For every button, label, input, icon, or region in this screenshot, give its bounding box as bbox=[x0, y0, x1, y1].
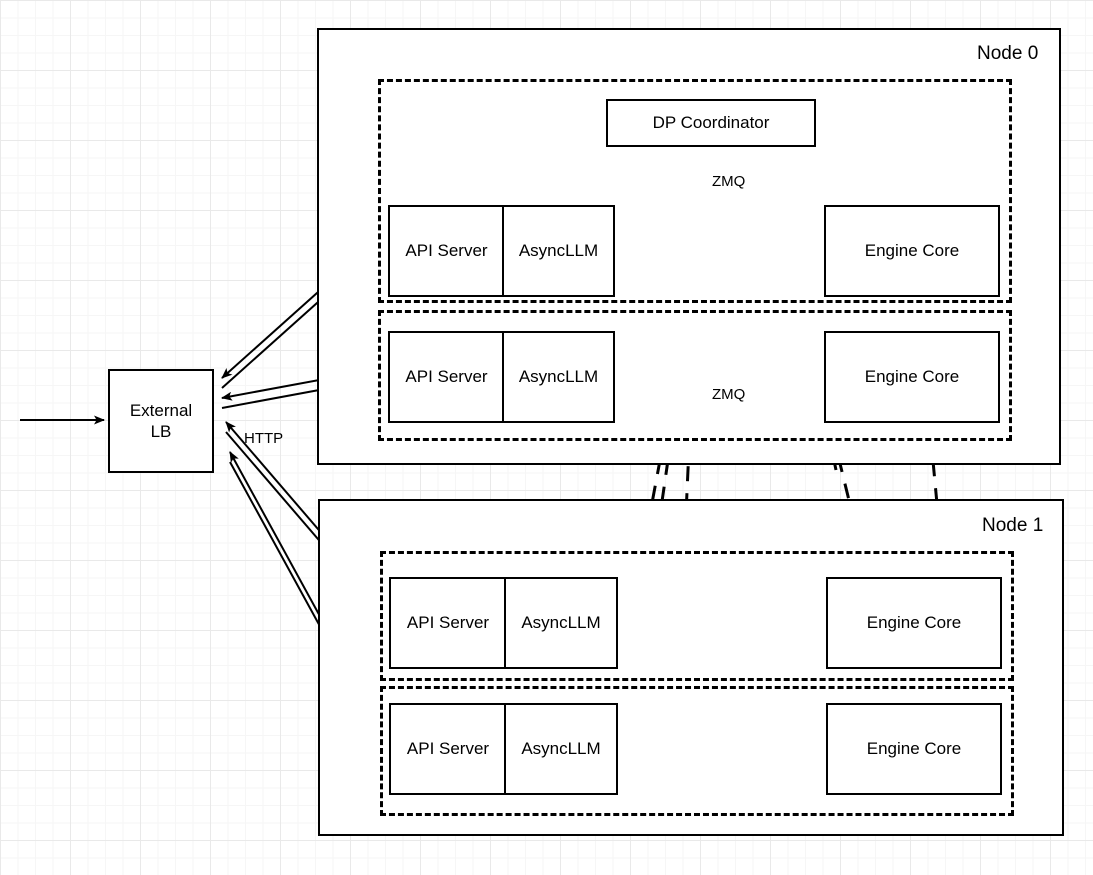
zmq-label-node0-bottom: ZMQ bbox=[712, 386, 746, 403]
external-lb-box[interactable]: External LB bbox=[108, 369, 214, 473]
node-0-rank-0-async-llm-label: AsyncLLM bbox=[518, 241, 599, 260]
api-async-divider bbox=[502, 207, 504, 295]
node-0-label: Node 0 bbox=[977, 43, 1039, 64]
node-1-rank-1-async-llm-label: AsyncLLM bbox=[521, 739, 601, 758]
node-0-rank-1-api-server-label: API Server bbox=[405, 367, 488, 386]
node-0-rank-0-engine-core-box[interactable]: Engine Core bbox=[824, 205, 1000, 297]
external-lb-label-line2: LB bbox=[150, 422, 172, 441]
dp-coordinator-box[interactable]: DP Coordinator bbox=[606, 99, 816, 147]
node-1-rank-0-api-server-label: API Server bbox=[406, 613, 490, 632]
node-1-rank-1-group bbox=[380, 686, 1014, 816]
node-1-rank-1-api-server-label: API Server bbox=[406, 739, 490, 758]
external-lb-label-line1: External bbox=[129, 400, 193, 420]
api-async-divider bbox=[502, 333, 504, 421]
node-0-rank-1-engine-core-label: Engine Core bbox=[864, 367, 960, 387]
api-async-divider bbox=[504, 579, 506, 667]
node-1-rank-1-api-server-box[interactable]: API Server AsyncLLM bbox=[389, 703, 618, 795]
node-0-rank-1-api-server-box[interactable]: API Server AsyncLLM bbox=[388, 331, 615, 423]
node-0-rank-0-api-server-label: API Server bbox=[405, 241, 488, 260]
node-1-rank-1-engine-core-box[interactable]: Engine Core bbox=[826, 703, 1002, 795]
node-1-rank-0-api-server-box[interactable]: API Server AsyncLLM bbox=[389, 577, 618, 669]
node-1-rank-0-engine-core-label: Engine Core bbox=[866, 613, 962, 633]
zmq-label-node0-top: ZMQ bbox=[712, 173, 746, 190]
node-0-rank-1-group bbox=[378, 310, 1012, 441]
node-0-rank-1-async-llm-label: AsyncLLM bbox=[518, 367, 599, 386]
node-1-rank-0-group bbox=[380, 551, 1014, 681]
node-1-rank-0-engine-core-box[interactable]: Engine Core bbox=[826, 577, 1002, 669]
external-lb-label: External LB bbox=[110, 371, 212, 471]
node-0-rank-1-engine-core-box[interactable]: Engine Core bbox=[824, 331, 1000, 423]
node-1-label: Node 1 bbox=[982, 515, 1044, 536]
node-0-rank-0-group bbox=[378, 79, 1012, 303]
dp-coordinator-label: DP Coordinator bbox=[652, 113, 770, 133]
api-async-divider bbox=[504, 705, 506, 793]
node-1-rank-1-engine-core-label: Engine Core bbox=[866, 739, 962, 759]
node-0-rank-0-engine-core-label: Engine Core bbox=[864, 241, 960, 261]
node-1-rank-0-async-llm-label: AsyncLLM bbox=[521, 613, 601, 632]
node-0-rank-0-api-server-box[interactable]: API Server AsyncLLM bbox=[388, 205, 615, 297]
http-edge-label: HTTP bbox=[244, 430, 284, 447]
